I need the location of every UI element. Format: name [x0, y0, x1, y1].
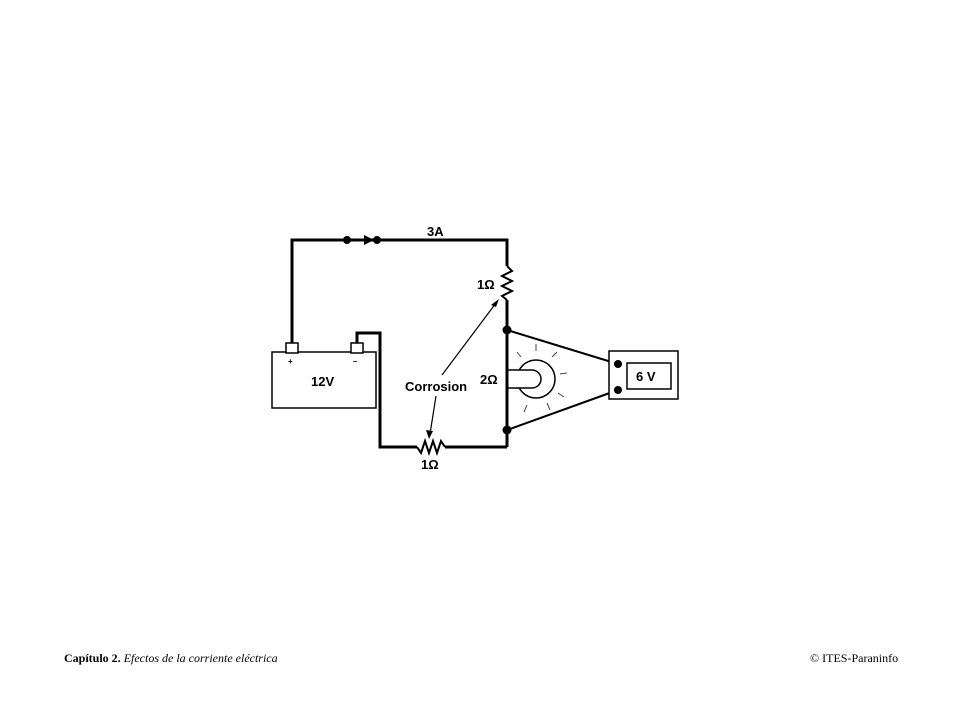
light-bulb-icon [505, 330, 568, 430]
arrowhead-icon [426, 430, 433, 439]
wire-top [290, 238, 509, 345]
corrosion-arrow-bottom [429, 395, 437, 435]
resistor-bottom [416, 437, 446, 457]
chapter-title: Efectos de la corriente eléctrica [123, 651, 278, 665]
voltmeter-terminal [614, 386, 622, 394]
corrosion-arrow-top [441, 302, 497, 376]
wire-bottom-left [355, 331, 417, 449]
wire-node [373, 236, 381, 244]
top-resistor-label: 1Ω [477, 277, 495, 292]
current-arrow-icon [364, 235, 374, 245]
current-label: 3A [427, 224, 444, 239]
battery-terminal-plus [285, 342, 299, 354]
bottom-resistor-label: 1Ω [421, 457, 439, 472]
footer-copyright: © ITES-Paraninfo [810, 651, 899, 665]
battery-terminal-minus [350, 342, 364, 354]
arrowhead-icon [491, 299, 499, 307]
voltmeter-lead-top [506, 329, 619, 365]
resistor-top [499, 265, 515, 301]
footer-chapter: Capítulo 2. Efectos de la corriente eléc… [64, 651, 278, 666]
voltmeter-terminal [614, 360, 622, 368]
wire-node [343, 236, 351, 244]
battery-minus-label: – [353, 357, 358, 366]
battery-label: 12V [311, 374, 334, 389]
chapter-number: Capítulo 2. [64, 651, 121, 665]
voltmeter-display [626, 362, 672, 390]
voltmeter-lead-bottom [506, 389, 619, 431]
corrosion-label: Corrosion [405, 379, 467, 394]
battery [271, 351, 377, 409]
bulb-resistance-label: 2Ω [480, 372, 498, 387]
battery-plus-label: + [288, 357, 293, 366]
voltmeter-reading: 6 V [636, 369, 656, 384]
